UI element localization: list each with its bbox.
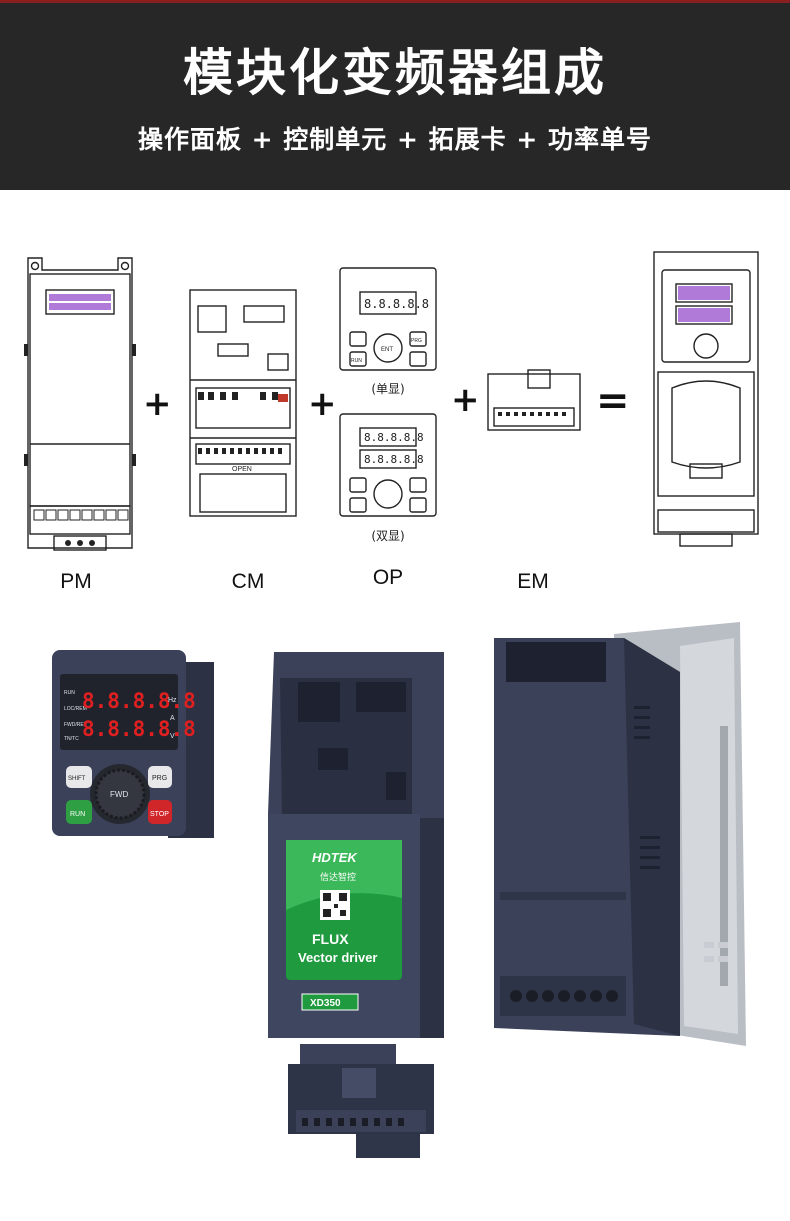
op-double-drawing: 8.8.8.8.8 8.8.8.8.8	[339, 413, 437, 517]
page-title: 模块化变频器组成	[183, 44, 607, 102]
panel-prg-key[interactable]: PRG	[152, 775, 167, 782]
panel-unit-v: V	[170, 733, 175, 740]
panel-indicator-fwdrev: FWD/REV	[64, 722, 88, 728]
panel-digits-row2: 8.8.8.8.8	[82, 717, 196, 741]
control-unit-product-line2: Vector driver	[298, 950, 378, 965]
panel-unit-a: A	[170, 715, 175, 722]
panel-run-key[interactable]: RUN	[70, 811, 85, 818]
control-unit-product-line1: FLUX	[312, 931, 349, 947]
cm-module-drawing: OPEN	[189, 289, 297, 517]
panel-shift-key[interactable]: SHIFT	[68, 776, 86, 782]
control-unit-photo: HDTEK 信达智控 FLUX Vector driver XD350	[268, 652, 444, 1038]
em-module-drawing	[487, 369, 581, 431]
panel-indicator-tntc: TN/TC	[64, 736, 79, 742]
cm-label: CM	[231, 570, 265, 593]
panel-fwd-key[interactable]: FWD	[110, 790, 128, 799]
op-double-caption: (双显)	[371, 529, 405, 543]
em-label: EM	[517, 570, 549, 593]
op-single-prg-key: PRG	[411, 338, 422, 344]
control-unit-brand: HDTEK	[312, 850, 358, 865]
op-double-digits-2: 8.8.8.8.8	[364, 453, 424, 466]
header-banner: 模块化变频器组成 操作面板 + 控制单元 + 拓展卡 + 功率单号	[0, 0, 790, 190]
assembled-module-drawing	[653, 251, 759, 547]
pm-label: PM	[60, 570, 92, 593]
op-single-ent-key: ENT	[381, 347, 393, 353]
control-unit-model: XD350	[310, 998, 341, 1009]
cm-open-text: OPEN	[232, 466, 252, 473]
pm-module-drawing	[24, 257, 136, 551]
control-unit-brand-cn: 信达智控	[320, 871, 356, 883]
op-single-drawing: 8.8.8.8.8 RUN ENT PRG	[339, 267, 437, 371]
plus-sign-1: +	[143, 384, 172, 424]
operating-panel-photo: RUN LOC/REM FWD/REV TN/TC 8.8.8.8.8 8.8.…	[52, 650, 214, 838]
page-subtitle: 操作面板 + 控制单元 + 拓展卡 + 功率单号	[137, 125, 653, 154]
panel-indicator-locrem: LOC/REM	[64, 706, 87, 712]
extension-card-photo	[288, 1044, 434, 1158]
plus-sign-2: +	[308, 384, 337, 424]
equals-sign: =	[596, 378, 630, 424]
op-single-caption: (单显)	[371, 382, 405, 396]
power-unit-photo	[494, 622, 746, 1046]
plus-sign-3: +	[451, 380, 480, 420]
op-label: OP	[372, 566, 404, 589]
op-double-digits-1: 8.8.8.8.8	[364, 431, 424, 444]
op-single-run-key: RUN	[351, 358, 362, 364]
op-single-digits: 8.8.8.8.8	[364, 297, 429, 311]
panel-stop-key[interactable]: STOP	[150, 811, 169, 818]
panel-digits-row1: 8.8.8.8.8	[82, 689, 196, 713]
panel-unit-hz: Hz	[168, 697, 177, 704]
panel-indicator-run: RUN	[64, 690, 75, 696]
